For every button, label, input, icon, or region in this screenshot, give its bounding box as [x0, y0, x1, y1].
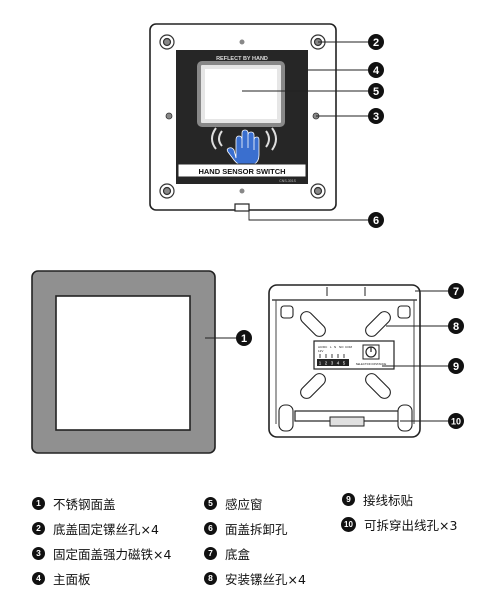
terminal-label: COM [345, 345, 353, 349]
sensor-window-glass [205, 69, 277, 119]
screw-hole-center [313, 186, 323, 196]
terminal-number: 3 [331, 361, 334, 366]
magnet-dot [239, 188, 245, 194]
terminal-label: 12V [318, 349, 323, 353]
selector-text: SELECTION DISTANCE [356, 362, 387, 366]
magnet-dot [165, 112, 173, 120]
switch-label-bar [177, 163, 307, 178]
svg-text:9: 9 [453, 361, 459, 373]
leader-lines [205, 41, 448, 422]
corner-post [278, 404, 294, 432]
magnet-dot [239, 39, 245, 45]
knockout-hole [329, 416, 365, 427]
svg-text:6: 6 [373, 215, 379, 227]
switch-text: HAND SENSOR SWITCH [198, 167, 285, 176]
callout-7: 7 [448, 283, 464, 299]
model-text: CNS-301S [279, 179, 296, 183]
mounting-slot [365, 373, 391, 399]
callout-5: 5 [368, 83, 384, 99]
hand-icon [211, 127, 277, 166]
callout-3: 3 [368, 108, 384, 124]
mounting-slot [300, 311, 326, 337]
corner-post [280, 305, 294, 319]
stainless-cover [31, 270, 216, 454]
callout-9: 9 [448, 358, 464, 374]
terminal-number: 5 [343, 361, 346, 366]
callout-2: 2 [368, 34, 384, 50]
callout-4: 4 [368, 62, 384, 78]
terminal-label: AC/DC [318, 345, 328, 349]
screw-hole-center [162, 186, 172, 196]
terminal-leads [319, 354, 345, 358]
mounting-slots [300, 311, 391, 399]
top-notches [326, 287, 366, 296]
terminal-label: L [330, 345, 332, 349]
corner-post [397, 404, 413, 432]
screw-hole-center [162, 37, 172, 47]
svg-text:8: 8 [453, 321, 459, 333]
svg-text:4: 4 [373, 65, 380, 77]
corner-post [397, 305, 411, 319]
svg-text:2: 2 [373, 37, 379, 49]
callout-8: 8 [448, 318, 464, 334]
callout-1: 1 [236, 330, 252, 346]
terminal-block [317, 359, 349, 366]
back-box: AC/DC 12V L N NO COM 1 2 3 4 5 SELECTION… [268, 284, 421, 438]
reflect-text: REFLECT BY HAND [216, 56, 268, 62]
terminal-number: 2 [325, 361, 328, 366]
callout-6: 6 [368, 212, 384, 228]
front-view: REFLECT BY HAND HAND SENSOR SWITCH CNS-3… [149, 23, 337, 212]
terminal-label: N [334, 345, 336, 349]
corner-posts [278, 305, 413, 432]
mounting-slot [365, 311, 391, 337]
cover-window [55, 295, 191, 431]
terminal-label: NO [339, 345, 344, 349]
mounting-slot [300, 373, 326, 399]
svg-text:1: 1 [241, 333, 247, 345]
svg-text:10: 10 [451, 417, 461, 427]
wiring-label: AC/DC 12V L N NO COM 1 2 3 4 5 SELECTION… [313, 340, 395, 370]
terminal-number: 4 [337, 361, 340, 366]
svg-text:5: 5 [373, 86, 379, 98]
terminal-number: 1 [319, 361, 322, 366]
svg-text:3: 3 [373, 111, 379, 123]
svg-text:7: 7 [453, 286, 459, 298]
box-walls [275, 300, 415, 424]
leader-line [248, 204, 368, 221]
callout-10: 10 [448, 413, 464, 429]
removal-slot [234, 203, 250, 212]
callout-badges: 2 4 5 3 6 1 7 8 [236, 34, 464, 429]
